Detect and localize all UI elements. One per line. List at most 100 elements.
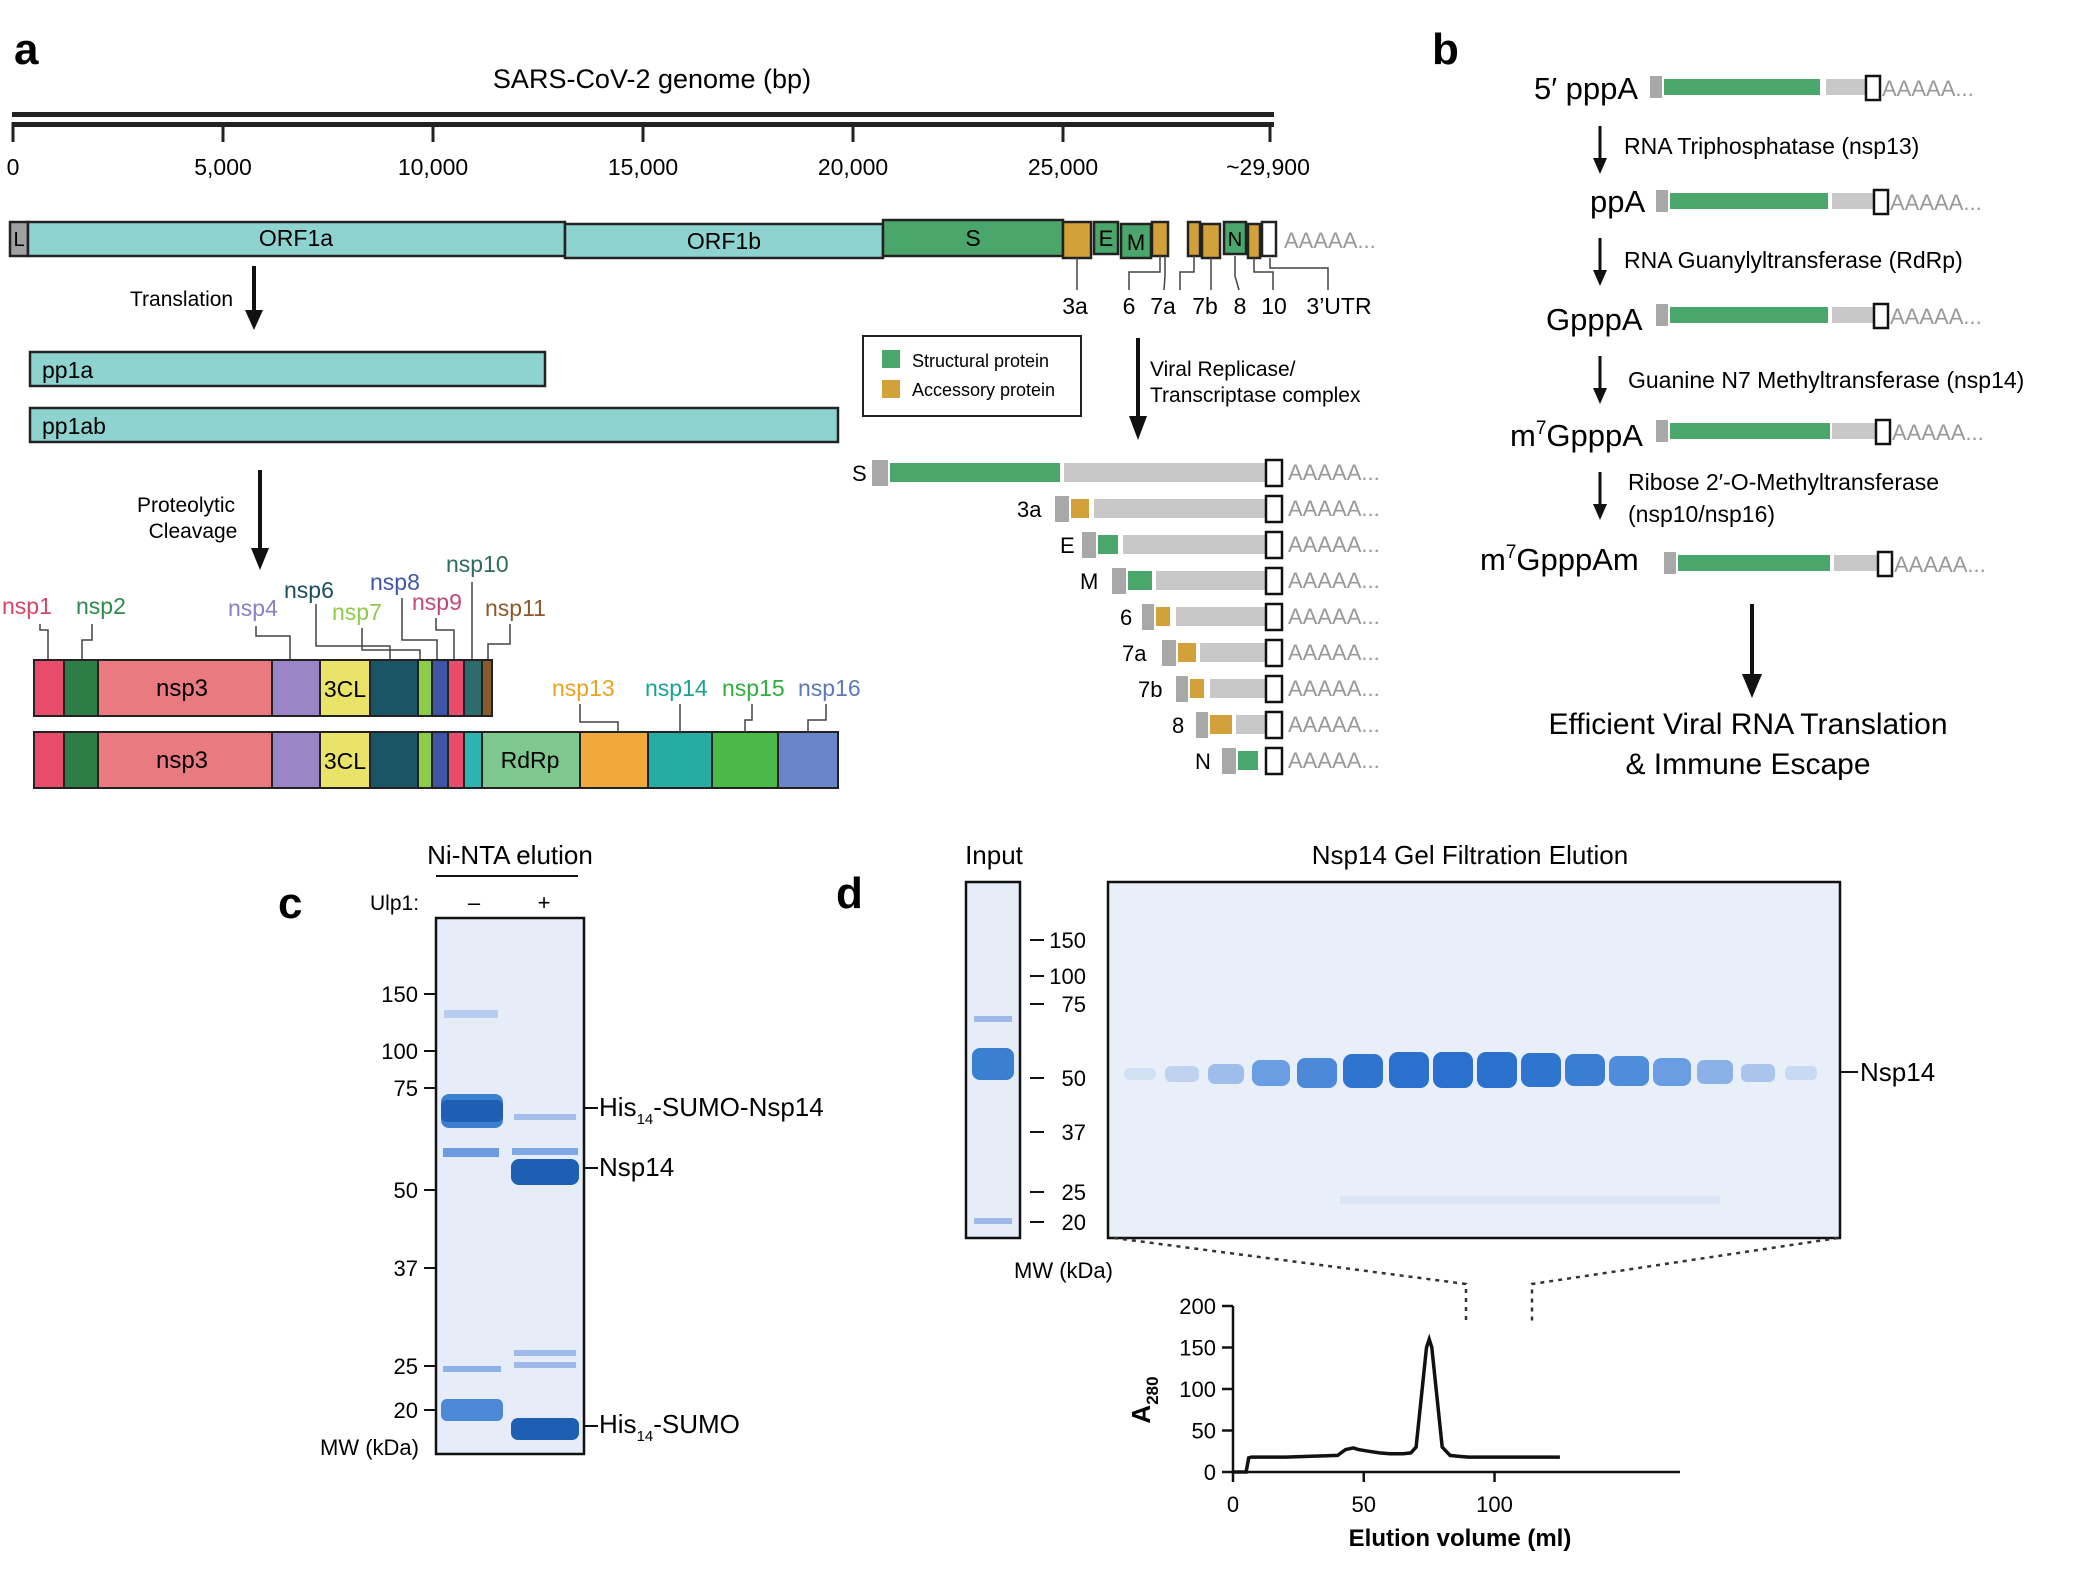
sgrna-leader	[1196, 712, 1208, 738]
cap-species-rest: GpppAm	[1516, 542, 1638, 577]
panel-label-d: d	[836, 869, 863, 918]
elution-band	[1208, 1064, 1244, 1084]
translation-label: Translation	[130, 288, 233, 311]
gel-d-mw-label: 20	[1062, 1210, 1086, 1235]
nsp1-block	[33, 659, 65, 717]
gel-d-mw-label: 50	[1062, 1066, 1086, 1091]
cap-rna-orf	[1664, 79, 1820, 95]
elution-band	[1389, 1052, 1429, 1088]
sgrna-box	[1264, 566, 1284, 596]
cap-rna-orf	[1670, 423, 1830, 439]
chart-y-tick-label: 200	[1179, 1294, 1216, 1319]
ab-nsp2-block	[63, 731, 99, 789]
cap-polya: AAAAA...	[1882, 76, 1974, 101]
gel-d-mw-label: 25	[1062, 1180, 1086, 1205]
nsp11-block	[481, 659, 493, 717]
accessory-label: 6	[1123, 293, 1136, 319]
gel-c-mw-label: 37	[394, 1256, 418, 1281]
sgrna-body	[1156, 571, 1266, 590]
gel-c-mw-label: 100	[381, 1039, 418, 1064]
panel-label-c: c	[278, 879, 302, 928]
nsp3-block	[97, 659, 273, 717]
orf-10-block	[1246, 222, 1262, 260]
gel-d-mw-label: 37	[1062, 1120, 1086, 1145]
chart-x-tick-label: 50	[1352, 1492, 1376, 1517]
translation-arrowhead	[245, 310, 263, 330]
elution-band	[1165, 1066, 1199, 1082]
sgrna-body	[1064, 463, 1266, 482]
sgrna-6: 6 AAAAA...	[1120, 602, 1380, 632]
sgrna-orf	[890, 463, 1060, 482]
cap-rna-box	[1864, 74, 1882, 102]
cap-rna-utr	[1832, 193, 1874, 209]
chart-x-axis-label: Elution volume (ml)	[1349, 1525, 1572, 1552]
gel-d-title: Nsp14 Gel Filtration Elution	[1312, 840, 1628, 870]
label-sumo-nsp14: -SUMO-Nsp14	[653, 1092, 823, 1122]
pp1a-block	[28, 350, 547, 388]
gel-c-mw-label: 20	[394, 1398, 418, 1423]
ab-nsp9-block	[447, 731, 465, 789]
ab-cl-label: 3CL	[324, 748, 366, 774]
cap-enzyme: Guanine N7 Methyltransferase (nsp14)	[1628, 367, 2024, 393]
cap-rna-utr	[1832, 423, 1878, 439]
sgrna-leader	[1142, 604, 1154, 630]
gel-c-mw-axis-label: MW (kDa)	[320, 1435, 419, 1460]
cap-row-5: m7GpppAm AAAAA...	[1480, 542, 1986, 578]
elution-band	[1653, 1058, 1691, 1086]
cap-m: m	[1480, 542, 1506, 577]
legend-structural-swatch	[882, 350, 900, 368]
accessory-label: 7a	[1150, 293, 1176, 319]
band-lane1-150	[444, 1010, 498, 1018]
sgrna-box	[1264, 710, 1284, 740]
sgrna-7b: 7b AAAAA...	[1138, 674, 1380, 704]
gel-c-mw-label: 50	[394, 1178, 418, 1203]
elution-band	[1785, 1066, 1817, 1080]
gel-c-title: Ni-NTA elution	[427, 840, 593, 870]
sgrna-box	[1264, 602, 1284, 632]
sgrna-leader	[872, 460, 888, 486]
sgrna-orf	[1190, 679, 1204, 698]
replicase-label: Viral Replicase/	[1150, 358, 1296, 381]
cap-row-3: GpppA AAAAA...	[1546, 302, 1982, 337]
nsp6-block	[369, 659, 419, 717]
cap-row-2: ppA AAAAA...	[1590, 184, 1982, 219]
rdrp-label: RdRp	[501, 747, 560, 773]
legend-box	[862, 335, 1082, 417]
outcome-arrowhead	[1742, 674, 1762, 698]
outcome-line-2: & Immune Escape	[1625, 748, 1870, 781]
nsp13-block	[579, 731, 649, 789]
cl-label: 3CL	[324, 676, 366, 702]
elution-band	[1565, 1054, 1605, 1086]
ab-nsp6-block	[369, 731, 419, 789]
sgrna-label: E	[1060, 533, 1075, 558]
elution-band	[1252, 1060, 1290, 1086]
nsp-ab-leader-lines	[579, 704, 827, 732]
nsp9-label: nsp9	[412, 589, 462, 615]
cap-species: ppA	[1590, 184, 1645, 219]
accessory-label: 3a	[1062, 293, 1088, 319]
sgrna-label: N	[1195, 749, 1211, 774]
cap-m7-sup: 7	[1506, 542, 1517, 563]
genome-tick-label: 10,000	[398, 154, 468, 180]
cap-enzyme: Ribose 2′-O-Methyltransferase	[1628, 469, 1939, 495]
cap-rna-utr	[1834, 555, 1880, 571]
elution-band	[1521, 1053, 1561, 1087]
sgrna-8: 8 AAAAA...	[1172, 710, 1380, 740]
sgrna-3a: 3a AAAAA...	[1017, 494, 1380, 524]
sgrna-leader	[1176, 676, 1188, 702]
sgrna-body	[1176, 607, 1266, 626]
cap-rna-orf	[1670, 193, 1828, 209]
ab-nsp4-block	[271, 731, 321, 789]
sgrna-box	[1264, 458, 1284, 488]
nsp14-block	[647, 731, 713, 789]
sgrna-polya: AAAAA...	[1288, 748, 1380, 773]
cap-species-m7gpppam: m7GpppAm	[1480, 542, 1639, 577]
cap-arrowhead	[1593, 388, 1607, 404]
proteolytic-label: Proteolytic	[137, 494, 235, 517]
sgrna-label: S	[852, 461, 867, 486]
ab-nsp3-label: nsp3	[156, 747, 208, 774]
elution-band	[1343, 1054, 1383, 1088]
orf1a-label: ORF1a	[259, 225, 333, 251]
sgrna-polya: AAAAA...	[1288, 640, 1380, 665]
